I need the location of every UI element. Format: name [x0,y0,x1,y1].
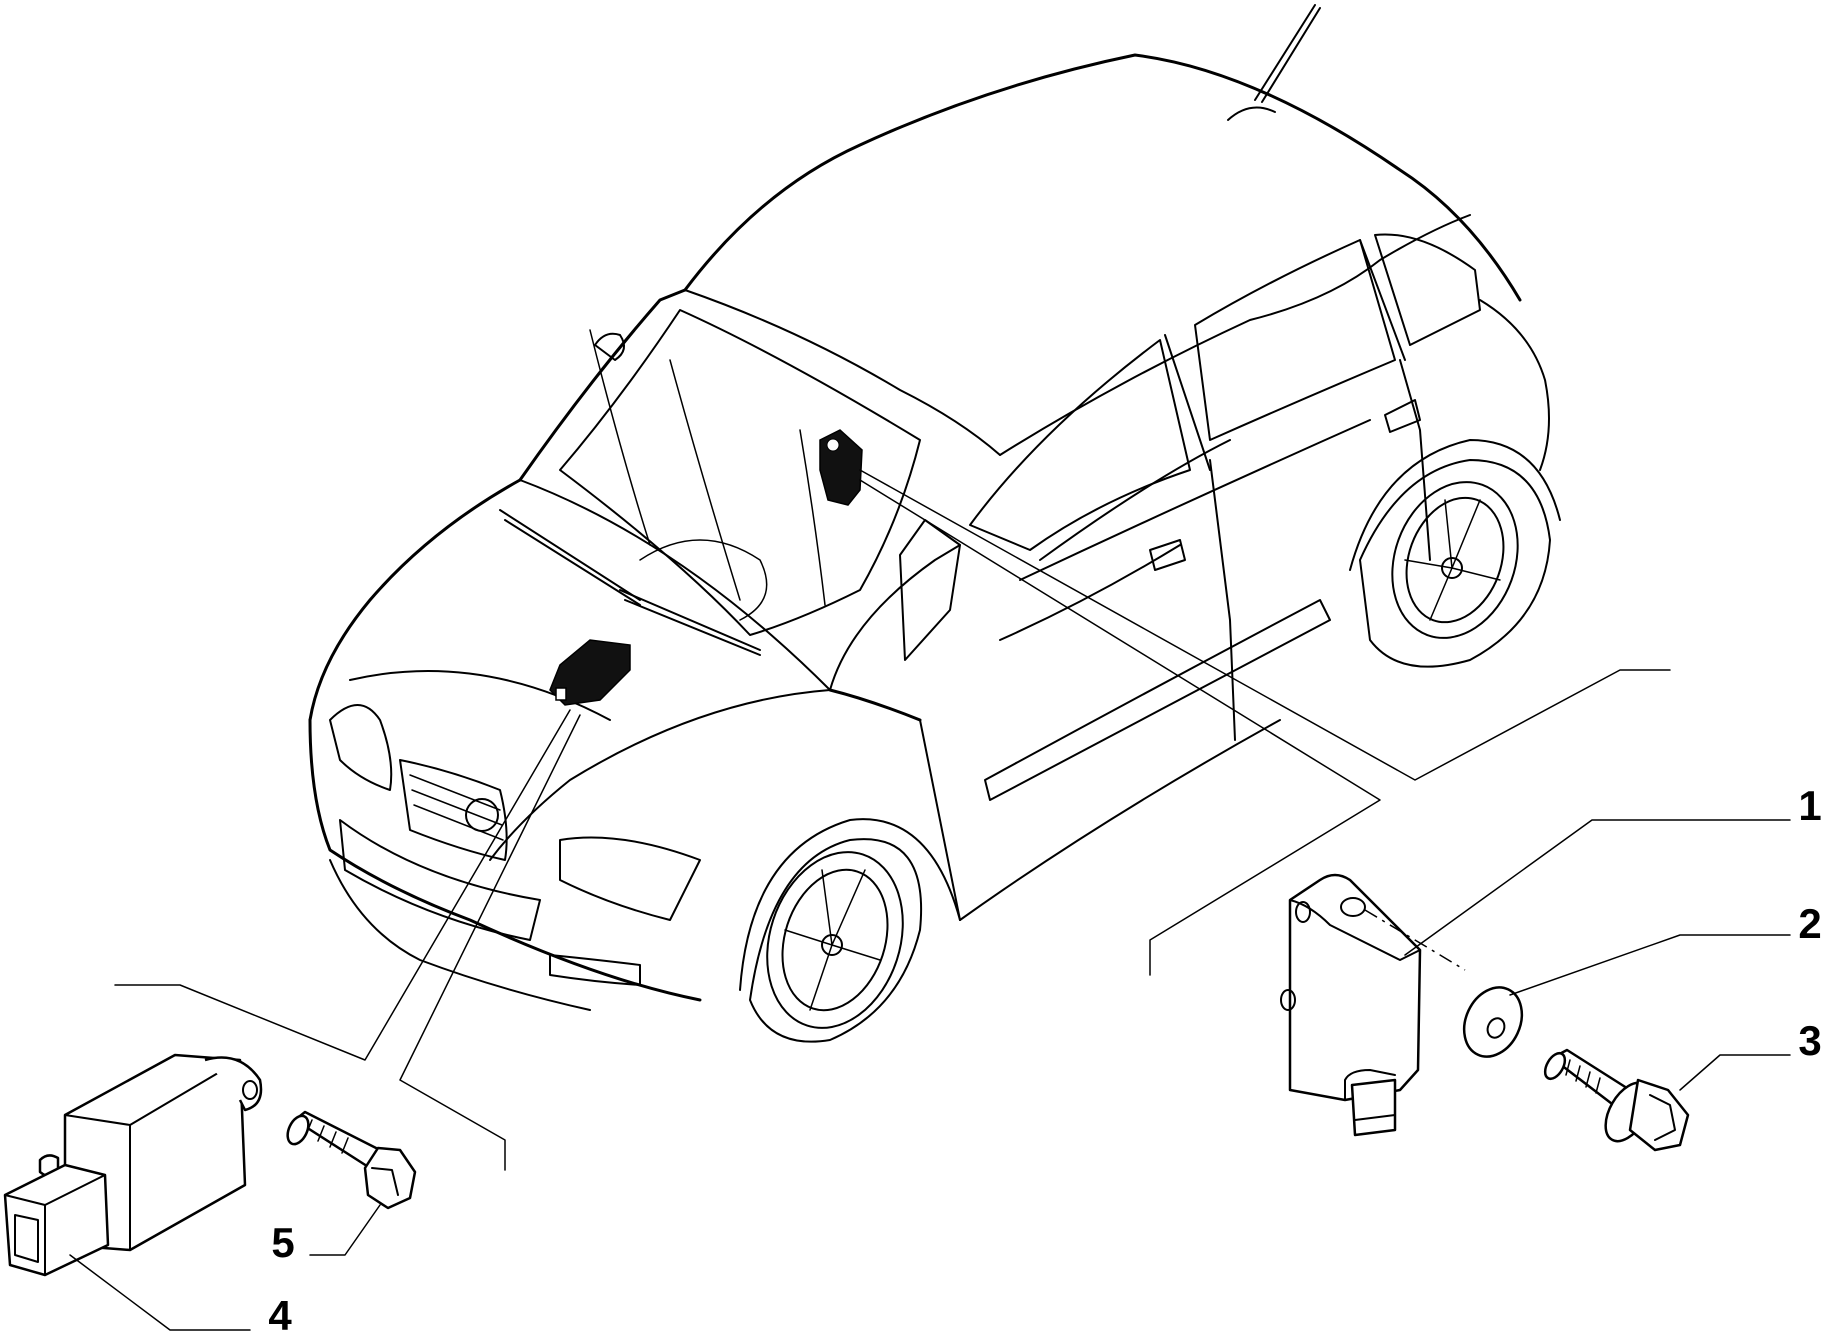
bolt-icon [286,1110,417,1210]
washer-icon [1462,986,1524,1058]
callout-number: 1 [1798,782,1821,829]
impact-sensor-icon [3,1053,263,1277]
callout-5: 5 [271,1204,381,1266]
side-impact-sensor-icon [1280,873,1466,1137]
callout-number: 5 [271,1219,294,1266]
callout-1: 1 [1404,782,1822,956]
callout-number: 3 [1798,1017,1821,1064]
callout-4: 4 [69,1254,292,1333]
side-impact-sensor-location-marker [549,639,631,706]
screw-icon [1543,1048,1690,1152]
impact-sensor-location-marker [819,429,863,506]
callout-3: 3 [1679,1017,1822,1091]
leader-lines [114,469,1671,1171]
car-outline-icon [308,4,1561,1043]
callout-number: 4 [268,1292,292,1333]
callout-number: 2 [1798,900,1821,947]
callout-2: 2 [1509,900,1822,996]
